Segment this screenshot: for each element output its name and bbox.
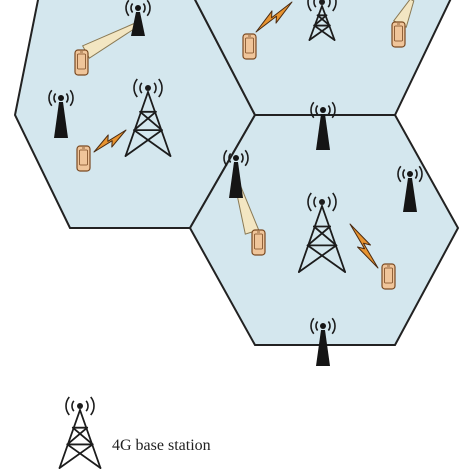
small-cell-icon [125,0,151,36]
phone-icon [251,229,266,256]
lightning-link-3 [349,223,379,269]
phone-icon [76,145,91,172]
small-cells [48,0,423,366]
phone-icon [391,21,406,48]
macro-tower-icon [307,0,337,41]
small-cell-icon [310,317,336,366]
lightning-link-1 [255,1,293,33]
phone-icon [242,33,257,60]
small-cell-icon [48,89,74,138]
phone-icon [74,49,89,76]
small-cell-icon [310,101,336,150]
beam-link-2 [392,0,415,28]
small-cell-icon [223,149,249,198]
small-cell-icon [397,165,423,212]
macro-tower-icon [297,192,347,273]
phones [74,21,406,290]
phone-icon [381,263,396,290]
lightning-links [93,1,379,269]
lightning-link-2 [93,129,127,153]
legend-tower-icon [58,396,102,469]
macro-tower-icon [124,78,172,157]
macro-towers [124,0,347,273]
macro-tower-icon [58,396,102,469]
legend-label: 4G base station [112,437,211,454]
